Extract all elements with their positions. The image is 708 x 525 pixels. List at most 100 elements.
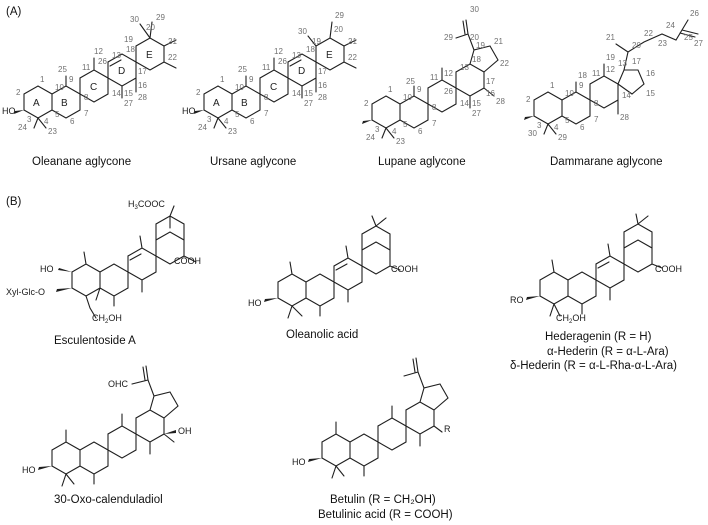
ursane-ring-a: A [213,98,220,109]
dammarane-num-11: 11 [592,69,601,78]
lupane-num-24: 24 [366,133,375,142]
betulin-ho: HO [292,457,306,467]
oleanane-num-22: 22 [168,53,177,62]
dammarane-num-9: 9 [579,81,584,90]
oleanolic-ho: HO [248,298,262,308]
dammarane-num-26: 26 [690,9,699,18]
dammarane-num-1: 1 [550,81,555,90]
dammarane-num-17: 17 [632,57,641,66]
dammarane-structure: 1 2 3 4 5 6 7 8 9 10 11 12 13 14 15 16 1… [524,9,703,168]
ursane-num-10: 10 [235,83,244,92]
ursane-num-8: 8 [264,93,269,102]
oleanane-num-4: 4 [44,117,49,126]
dammarane-num-7: 7 [594,115,599,124]
oleanane-ring-c: C [90,82,97,93]
ursane-ring-e: E [326,50,333,61]
delta-hederin-caption: δ-Hederin (R = α-L-Rha-α-L-Ara) [510,360,677,372]
oxo-calenduladiol-structure: OHC OH HO 30-Oxo-calenduladiol [22,365,192,506]
lupane-num-28: 28 [496,97,505,106]
dammarane-num-15: 15 [646,89,655,98]
oleanane-num-19: 19 [124,35,133,44]
oleanane-num-18: 18 [126,45,135,54]
esculentoside-ch2oh: CH2OH [92,313,122,325]
ursane-num-21: 21 [348,37,357,46]
dammarane-num-19: 19 [606,53,615,62]
ursane-num-16: 16 [318,81,327,90]
oleanane-num-23: 23 [48,127,57,136]
ursane-num-28: 28 [318,93,327,102]
ursane-ring-c: C [270,82,277,93]
oleanane-num-21: 21 [168,37,177,46]
dammarane-num-5: 5 [565,116,570,125]
dammarane-num-18: 18 [578,71,587,80]
oleanane-num-8: 8 [84,93,89,102]
oleanane-num-2: 2 [16,88,21,97]
lupane-num-1: 1 [388,85,393,94]
panel-b-label: (B) [6,196,22,208]
ursane-num-24: 24 [198,123,207,132]
lupane-num-12: 12 [444,69,453,78]
oleanane-num-11: 11 [82,63,91,72]
hederagenin-ro: RO [510,295,524,305]
ursane-num-2: 2 [196,88,201,97]
lupane-num-13: 13 [460,63,469,72]
dammarane-num-29: 29 [558,133,567,142]
lupane-num-11: 11 [430,73,439,82]
ursane-num-14: 14 [292,89,301,98]
lupane-num-8: 8 [432,103,437,112]
oxo-calenduladiol-ohc: OHC [108,379,129,389]
oleanane-num-16: 16 [138,81,147,90]
ursane-num-25: 25 [238,65,247,74]
hederagenin-caption: Hederagenin (R = H) [545,331,652,343]
oleanane-num-12: 12 [94,47,103,56]
oxo-calenduladiol-caption: 30-Oxo-calenduladiol [54,494,163,506]
hederagenin-structure: COOH RO CH2OH Hederagenin (R = H) α-Hede… [510,213,682,372]
alpha-hederin-caption: α-Hederin (R = α-L-Ara) [547,346,669,358]
lupane-num-22: 22 [500,59,509,68]
oleanane-ring-d: D [118,66,125,77]
betulin-r: R [444,424,451,434]
ursane-num-5: 5 [235,110,240,119]
ursane-num-4: 4 [224,117,229,126]
ursane-num-29: 29 [335,11,344,20]
oleanane-ring-e: E [146,50,153,61]
ursane-num-18: 18 [306,45,315,54]
dammarane-num-8: 8 [594,99,599,108]
oleanolic-acid-caption: Oleanolic acid [286,329,358,341]
lupane-num-27: 27 [472,109,481,118]
oleanolic-acid-structure: COOH HO Oleanolic acid [248,215,418,341]
hederagenin-ch2oh: CH2OH [556,313,586,325]
panel-a-label: (A) [6,6,22,18]
oleanane-num-20: 20 [146,23,155,32]
oleanane-structure: HO A B C D E 1 2 3 4 5 6 7 8 9 10 11 12 … [2,13,177,168]
dammarane-num-13: 13 [618,59,627,68]
ursane-num-27: 27 [304,99,313,108]
lupane-num-10: 10 [403,93,412,102]
lupane-num-20: 20 [470,33,479,42]
oleanane-num-27: 27 [124,99,133,108]
lupane-num-7: 7 [432,119,437,128]
oleanane-ho: HO [2,106,16,116]
lupane-num-4: 4 [392,127,397,136]
oleanane-num-10: 10 [55,83,64,92]
ursane-num-3: 3 [207,115,212,124]
dammarane-num-10: 10 [565,89,574,98]
oleanane-num-1: 1 [40,75,45,84]
esculentoside-a-structure: H3COOC COOH HO Xyl-Glc-O CH2OH Esculento… [6,199,201,347]
oleanane-num-30: 30 [130,15,139,24]
oleanane-caption: Oleanane aglycone [32,156,131,168]
esculentoside-ho: HO [40,264,54,274]
lupane-num-23: 23 [396,137,405,146]
lupane-num-16: 16 [486,89,495,98]
oleanane-ring-b: B [61,98,68,109]
ursane-ho: HO [182,106,196,116]
dammarane-num-30: 30 [528,129,537,138]
ursane-num-17: 17 [318,67,327,76]
lupane-num-5: 5 [403,120,408,129]
oleanane-num-26: 26 [98,57,107,66]
ursane-caption: Ursane aglycone [210,156,296,168]
dammarane-num-14: 14 [622,91,631,100]
oleanane-num-13: 13 [112,51,121,60]
lupane-num-15: 15 [472,99,481,108]
